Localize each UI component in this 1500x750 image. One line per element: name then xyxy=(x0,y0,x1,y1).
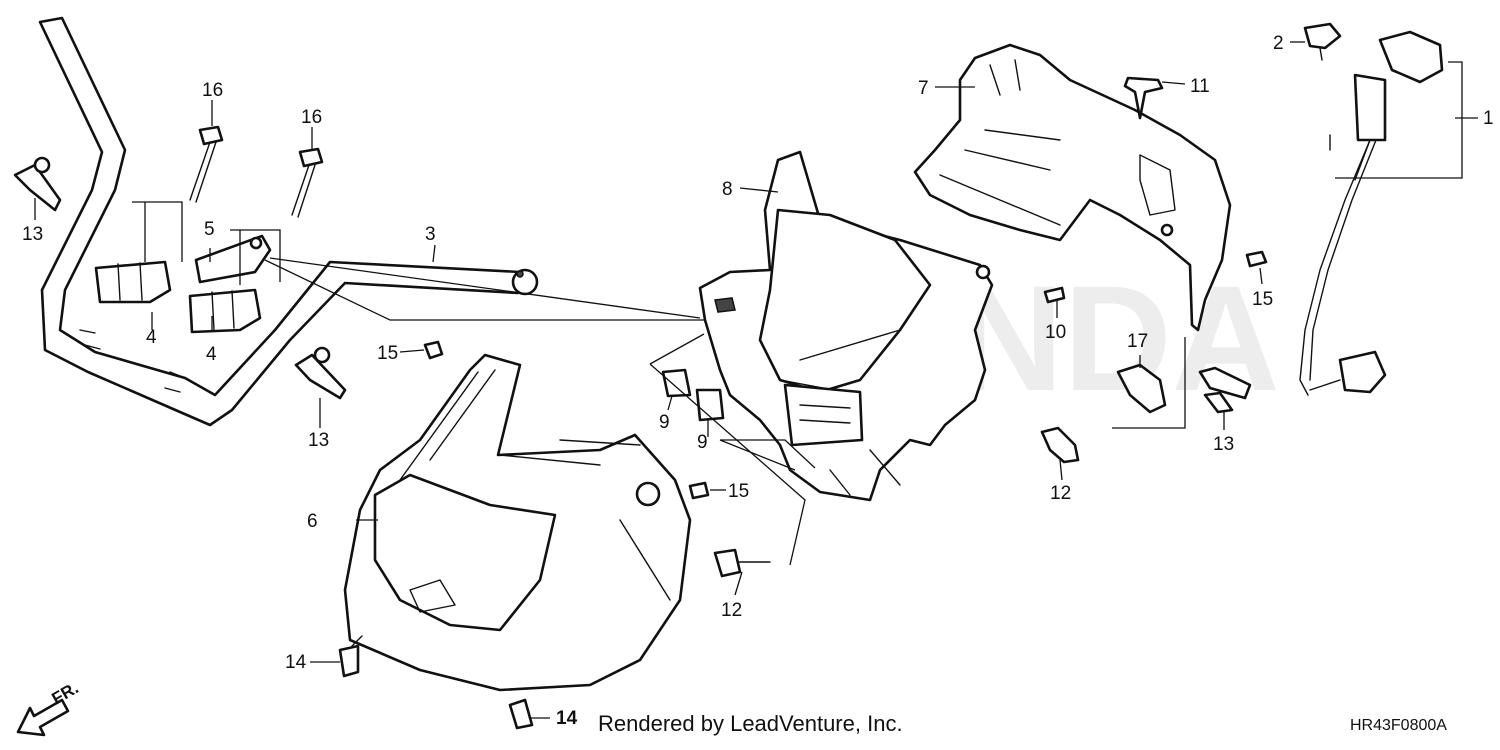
screw-15-center xyxy=(688,481,710,500)
handlebar-holder-left xyxy=(94,260,172,304)
callout-15-left: 15 xyxy=(377,343,398,364)
bolt-16-left xyxy=(189,125,224,203)
callout-16-right: 16 xyxy=(301,107,322,128)
callout-8: 8 xyxy=(722,179,733,200)
handlebar-holder-right xyxy=(188,288,262,334)
callout-7: 7 xyxy=(918,78,929,99)
bolt-12-lower xyxy=(713,548,771,578)
callout-15-right: 15 xyxy=(1252,289,1273,310)
collar-9-upper xyxy=(661,368,692,398)
callout-2: 2 xyxy=(1273,33,1284,54)
front-direction-arrow-icon xyxy=(16,698,70,737)
cable-clamp-right xyxy=(1198,366,1252,414)
callout-12-lower: 12 xyxy=(721,600,742,621)
callout-9-upper: 9 xyxy=(659,412,670,433)
handlebar-lower-cover xyxy=(698,150,994,502)
callout-3: 3 xyxy=(425,224,436,245)
upper-holder-bracket xyxy=(194,234,272,284)
callout-13-left: 13 xyxy=(22,224,43,245)
bolt-12-right xyxy=(1040,426,1080,464)
bolt-16-right xyxy=(291,147,324,218)
front-handlebar-cover xyxy=(343,353,692,692)
callout-11: 11 xyxy=(1190,76,1210,97)
callout-13-center: 13 xyxy=(308,430,329,451)
render-credit: Rendered by LeadVenture, Inc. xyxy=(598,711,903,736)
callout-14-bottom: 14 xyxy=(556,708,578,729)
callout-1: 1 xyxy=(1483,108,1494,129)
callout-4-right: 4 xyxy=(206,344,217,365)
diagram-code: HR43F0800A xyxy=(1350,717,1447,734)
screw-15-right xyxy=(1245,250,1268,268)
rivet-2 xyxy=(1303,22,1342,61)
rear-handlebar-cover xyxy=(913,43,1232,332)
bolt-14-left xyxy=(338,635,363,678)
screw-15-left xyxy=(423,340,444,360)
handlebar xyxy=(38,16,539,427)
cable-clamp-center xyxy=(294,346,347,400)
callout-6: 6 xyxy=(307,511,318,532)
collar-9-lower xyxy=(695,388,725,422)
callout-15-center: 15 xyxy=(728,481,749,502)
ignition-switch xyxy=(1299,30,1444,396)
clip-11 xyxy=(1123,76,1164,120)
callout-5: 5 xyxy=(204,219,215,240)
callout-12-right: 12 xyxy=(1050,483,1071,504)
callout-4-left: 4 xyxy=(146,327,157,348)
callout-13-right: 13 xyxy=(1213,434,1234,455)
nut-10 xyxy=(1043,286,1066,304)
cable-clamp-left xyxy=(13,156,62,212)
callout-16-left: 16 xyxy=(202,80,223,101)
callout-14-left: 14 xyxy=(285,652,307,673)
callout-9-lower: 9 xyxy=(697,432,708,453)
bolt-14-bottom xyxy=(508,698,534,730)
callout-17: 17 xyxy=(1127,331,1148,352)
callout-10: 10 xyxy=(1045,322,1066,343)
